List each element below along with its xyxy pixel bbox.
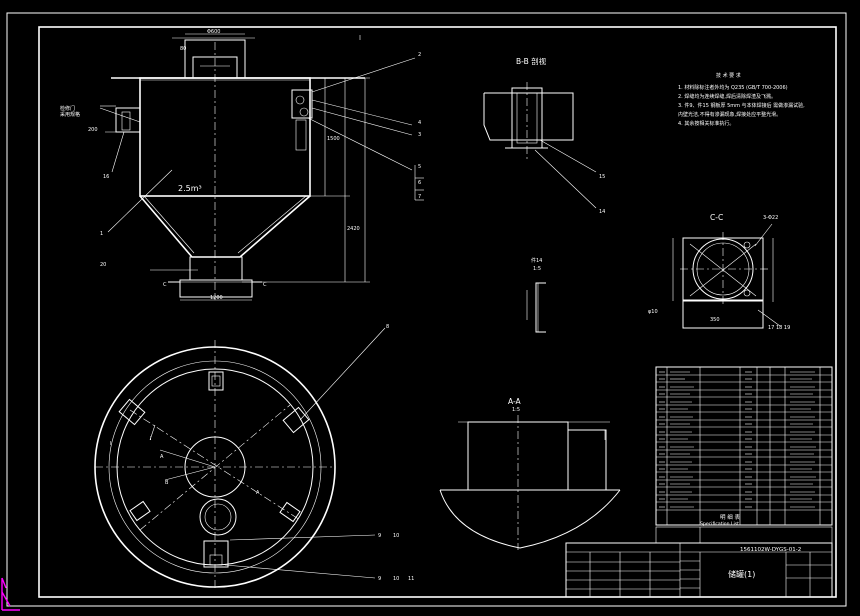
- callout-11: 11: [408, 576, 414, 582]
- plan-view-callouts: 8 9 10 9 10 11: [378, 324, 414, 582]
- technical-requirements: 技 术 要 求 1. 材料除标注者外均为 Q235 (GB/T 700-2006…: [678, 72, 805, 127]
- svg-text:检修门: 检修门: [60, 105, 75, 112]
- callout-10b: 10: [393, 576, 399, 582]
- callout-5: 5: [418, 164, 421, 170]
- drawing-number: 1561102W-DYGS-01-2: [740, 547, 801, 553]
- spec-list-subtitle: Specification List: [700, 521, 739, 527]
- svg-text:1500: 1500: [327, 136, 340, 142]
- product-name: 储罐(1): [728, 569, 755, 579]
- svg-text:1:5: 1:5: [512, 407, 520, 413]
- spec-list-title: 明 细 表: [720, 513, 740, 521]
- inner-frame: [38, 26, 837, 598]
- svg-text:C: C: [263, 282, 267, 288]
- hole-spec-label: 3-Φ22: [763, 215, 778, 221]
- front-view-callouts: 2 4 3 5 6 7 16 1 20: [100, 52, 421, 268]
- parts-list-table: 明 细 表 Specification List: [655, 366, 833, 527]
- callout-6: 6: [418, 180, 421, 186]
- callout-9b: 9: [378, 576, 381, 582]
- callout-4: 4: [418, 120, 421, 126]
- plan-view: I I A B A: [94, 327, 386, 590]
- callout-15: 15: [599, 174, 605, 180]
- svg-text:200: 200: [88, 127, 98, 133]
- callout-8: 8: [386, 324, 389, 330]
- svg-text:3. 件9、件15 钢板厚 5mm 与本体焊接后 需做渗漏试: 3. 件9、件15 钢板厚 5mm 与本体焊接后 需做渗漏试验,: [678, 102, 805, 109]
- part-14-detail: 件14 1:5: [526, 257, 546, 333]
- svg-text:I: I: [150, 436, 151, 442]
- svg-text:1200: 1200: [210, 295, 223, 301]
- callout-14: 14: [599, 209, 605, 215]
- svg-text:件14: 件14: [531, 257, 542, 264]
- section-c-view: C-C 3-Φ22 φ10 17 18 19 350: [648, 213, 790, 331]
- section-b-view: B-B 剖视 15 14: [483, 56, 605, 215]
- svg-text:A: A: [160, 454, 164, 460]
- callout-10: 10: [393, 533, 399, 539]
- svg-text:2420: 2420: [347, 226, 360, 232]
- callout-20: 20: [100, 262, 106, 268]
- section-c-title: C-C: [710, 213, 723, 222]
- svg-text:Φ600: Φ600: [207, 29, 220, 35]
- callout-3: 3: [418, 132, 421, 138]
- svg-text:采用规格: 采用规格: [60, 111, 80, 118]
- svg-text:1. 材料除标注者外均为 Q235 (GB/T 700-20: 1. 材料除标注者外均为 Q235 (GB/T 700-2006): [678, 84, 788, 91]
- callout-9: 9: [378, 533, 381, 539]
- svg-text:80: 80: [180, 46, 186, 52]
- section-b-title: B-B 剖视: [516, 56, 547, 66]
- svg-text:A: A: [256, 490, 260, 496]
- svg-text:2. 焊缝均为连续焊缝,焊后清除焊渣及飞溅。: 2. 焊缝均为连续焊缝,焊后清除焊渣及飞溅。: [678, 93, 776, 100]
- dim-phi10: φ10: [648, 309, 658, 315]
- outer-frame: [6, 12, 847, 607]
- ucs-icon: [1, 577, 20, 611]
- svg-text:1:5: 1:5: [533, 266, 541, 272]
- callout-17-18-19: 17 18 19: [768, 325, 790, 331]
- callout-7: 7: [418, 194, 421, 200]
- svg-text:I: I: [110, 441, 111, 447]
- callout-2: 2: [418, 52, 421, 58]
- section-a-view: A-A 1:5: [439, 397, 621, 550]
- svg-text:技 术 要 求: 技 术 要 求: [716, 72, 741, 79]
- svg-text:内壁光洁,不得有渗漏现象,焊接处应平整光滑。: 内壁光洁,不得有渗漏现象,焊接处应平整光滑。: [678, 111, 781, 118]
- title-block: 1561102W-DYGS-01-2 储罐(1): [565, 526, 833, 598]
- svg-text:4. 其余按相关标准执行。: 4. 其余按相关标准执行。: [678, 120, 734, 127]
- volume-label: 2.5m³: [178, 184, 202, 193]
- front-view: 1500 2420 Φ600 80 检修门 采用规格 200 2.5m³ C C…: [60, 29, 424, 301]
- svg-text:B: B: [165, 480, 169, 486]
- section-a-title: A-A: [508, 397, 522, 406]
- svg-text:C: C: [163, 282, 167, 288]
- callout-1: 1: [100, 231, 103, 237]
- svg-text:350: 350: [710, 317, 720, 323]
- callout-16: 16: [103, 174, 109, 180]
